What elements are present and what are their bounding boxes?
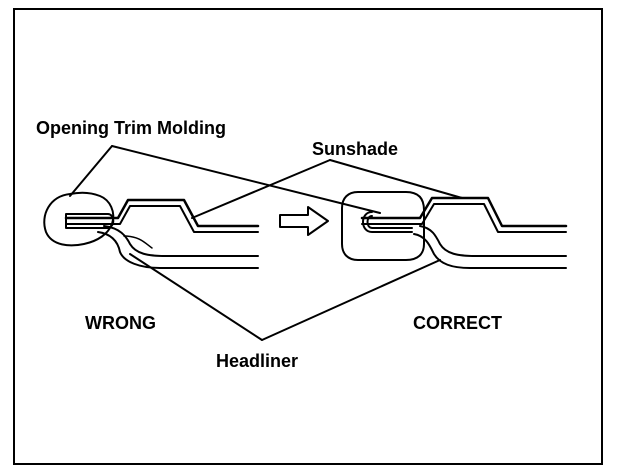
label-sunshade: Sunshade <box>312 139 399 159</box>
label-correct: CORRECT <box>413 313 502 333</box>
label-wrong: WRONG <box>85 313 156 333</box>
wrong-headliner <box>97 231 259 269</box>
arrow-right-icon <box>279 206 329 236</box>
wrong-sunshade <box>64 198 260 228</box>
label-opening-trim-molding: Opening Trim Molding <box>36 118 226 138</box>
correct-trim-molding <box>341 191 425 261</box>
wrong-trim-molding <box>43 191 115 247</box>
correct-headliner <box>413 233 567 269</box>
label-headliner: Headliner <box>216 351 299 371</box>
correct-sunshade <box>360 196 568 228</box>
